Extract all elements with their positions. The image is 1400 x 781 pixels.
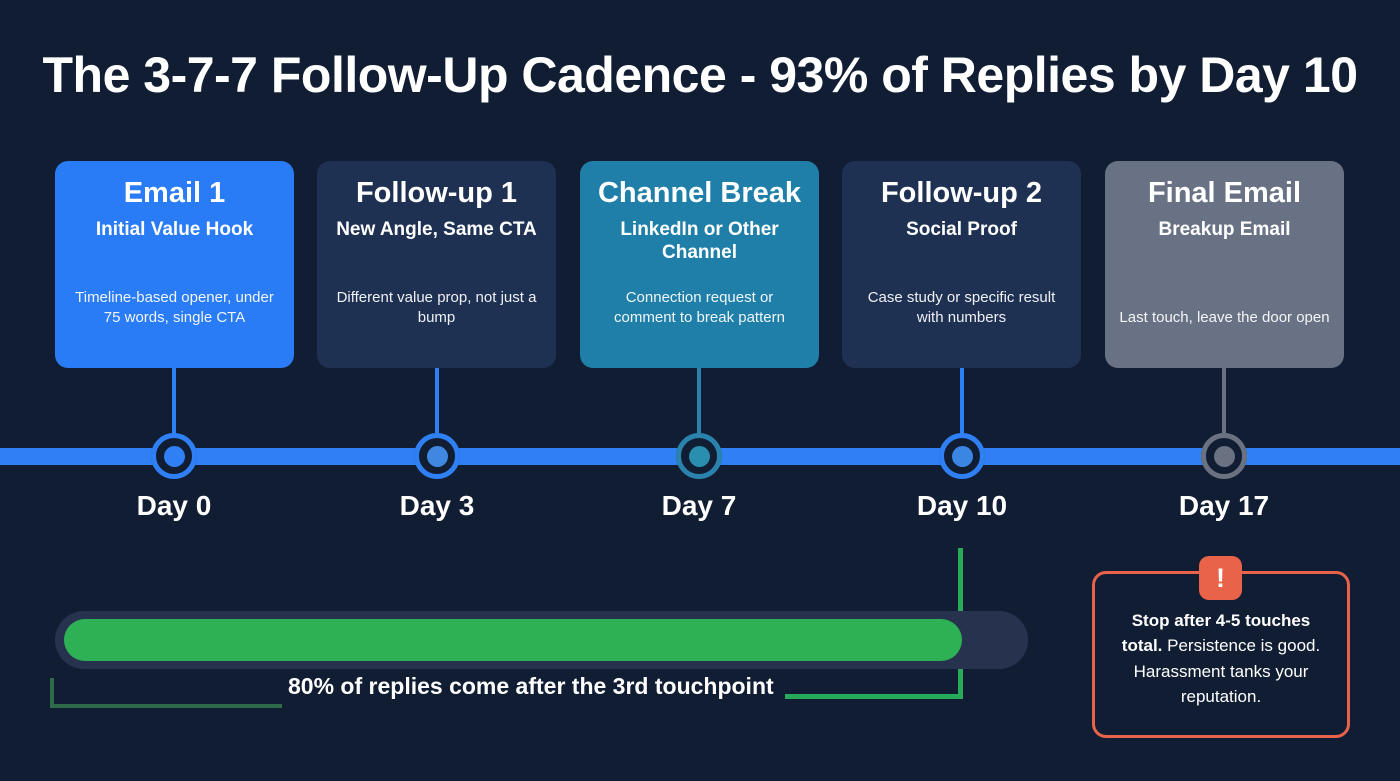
stage-card-final-email[interactable]: Final Email Breakup Email Last touch, le… bbox=[1105, 161, 1344, 368]
marker-ring-icon bbox=[1201, 433, 1247, 479]
stage-card-subtitle: Social Proof bbox=[906, 218, 1017, 240]
warning-text: Stop after 4-5 touches total. Persistenc… bbox=[1111, 608, 1331, 710]
day-label-4: Day 17 bbox=[1178, 490, 1270, 521]
stage-card-description: Connection request or comment to break p… bbox=[614, 289, 785, 327]
timeline-marker-day-3[interactable] bbox=[414, 433, 460, 479]
connector-line-0 bbox=[172, 368, 176, 438]
stage-card-follow-up-1[interactable]: Follow-up 1 New Angle, Same CTA Differen… bbox=[317, 161, 556, 368]
stage-card-title: Email 1 bbox=[123, 177, 226, 209]
day-label-0: Day 0 bbox=[136, 490, 212, 521]
timeline-marker-day-17[interactable] bbox=[1201, 433, 1247, 479]
page-title: The 3-7-7 Follow-Up Cadence - 93% of Rep… bbox=[42, 47, 1358, 103]
stage-card-email-1[interactable]: Email 1 Initial Value Hook Timeline-base… bbox=[55, 161, 294, 368]
stage-card-title: Follow-up 2 bbox=[880, 177, 1043, 209]
highlight-horizontal-line bbox=[785, 694, 963, 699]
day-label-3: Day 10 bbox=[916, 490, 1008, 521]
marker-ring-icon bbox=[414, 433, 460, 479]
stage-card-description: Last touch, leave the door open bbox=[1119, 309, 1330, 327]
bracket-vertical bbox=[50, 678, 54, 708]
connector-line-3 bbox=[960, 368, 964, 438]
stage-card-description: Different value prop, not just a bump bbox=[336, 289, 537, 327]
marker-dot-icon bbox=[163, 445, 185, 467]
connector-line-4 bbox=[1222, 368, 1226, 438]
marker-ring-icon bbox=[676, 433, 722, 479]
connector-line-1 bbox=[435, 368, 439, 438]
marker-dot-icon bbox=[426, 445, 448, 467]
warning-rest: Persistence is good. Harassment tanks yo… bbox=[1133, 636, 1321, 706]
marker-dot-icon bbox=[951, 445, 973, 467]
day-label-1: Day 3 bbox=[399, 490, 475, 521]
bracket-horizontal bbox=[50, 704, 282, 708]
stage-card-subtitle: LinkedIn or Other Channel bbox=[620, 218, 779, 264]
stage-card-description: Case study or specific result with numbe… bbox=[867, 289, 1056, 327]
progress-caption: 80% of replies come after the 3rd touchp… bbox=[288, 673, 774, 699]
timeline-marker-day-7[interactable] bbox=[676, 433, 722, 479]
marker-dot-icon bbox=[1213, 445, 1235, 467]
progress-bar-fill bbox=[64, 619, 962, 661]
stage-card-follow-up-2[interactable]: Follow-up 2 Social Proof Case study or s… bbox=[842, 161, 1081, 368]
marker-dot-icon bbox=[688, 445, 710, 467]
stage-card-title: Final Email bbox=[1147, 177, 1302, 209]
stage-card-channel-break[interactable]: Channel Break LinkedIn or Other Channel … bbox=[580, 161, 819, 368]
exclamation-icon: ! bbox=[1199, 556, 1242, 600]
marker-ring-icon bbox=[939, 433, 985, 479]
timeline-marker-day-0[interactable] bbox=[151, 433, 197, 479]
stage-card-description: Timeline-based opener, under 75 words, s… bbox=[75, 289, 274, 327]
stage-card-subtitle: Initial Value Hook bbox=[95, 218, 254, 240]
warning-bold-lead: Stop after 4-5 touches total. bbox=[1121, 610, 1311, 656]
timeline-marker-day-10[interactable] bbox=[939, 433, 985, 479]
stage-card-title: Follow-up 1 bbox=[355, 177, 518, 209]
day-label-2: Day 7 bbox=[661, 490, 737, 521]
marker-ring-icon bbox=[151, 433, 197, 479]
stage-card-subtitle: Breakup Email bbox=[1158, 218, 1291, 240]
stage-card-title: Channel Break bbox=[597, 177, 802, 209]
stage-card-subtitle: New Angle, Same CTA bbox=[336, 218, 537, 240]
connector-line-2 bbox=[697, 368, 701, 438]
